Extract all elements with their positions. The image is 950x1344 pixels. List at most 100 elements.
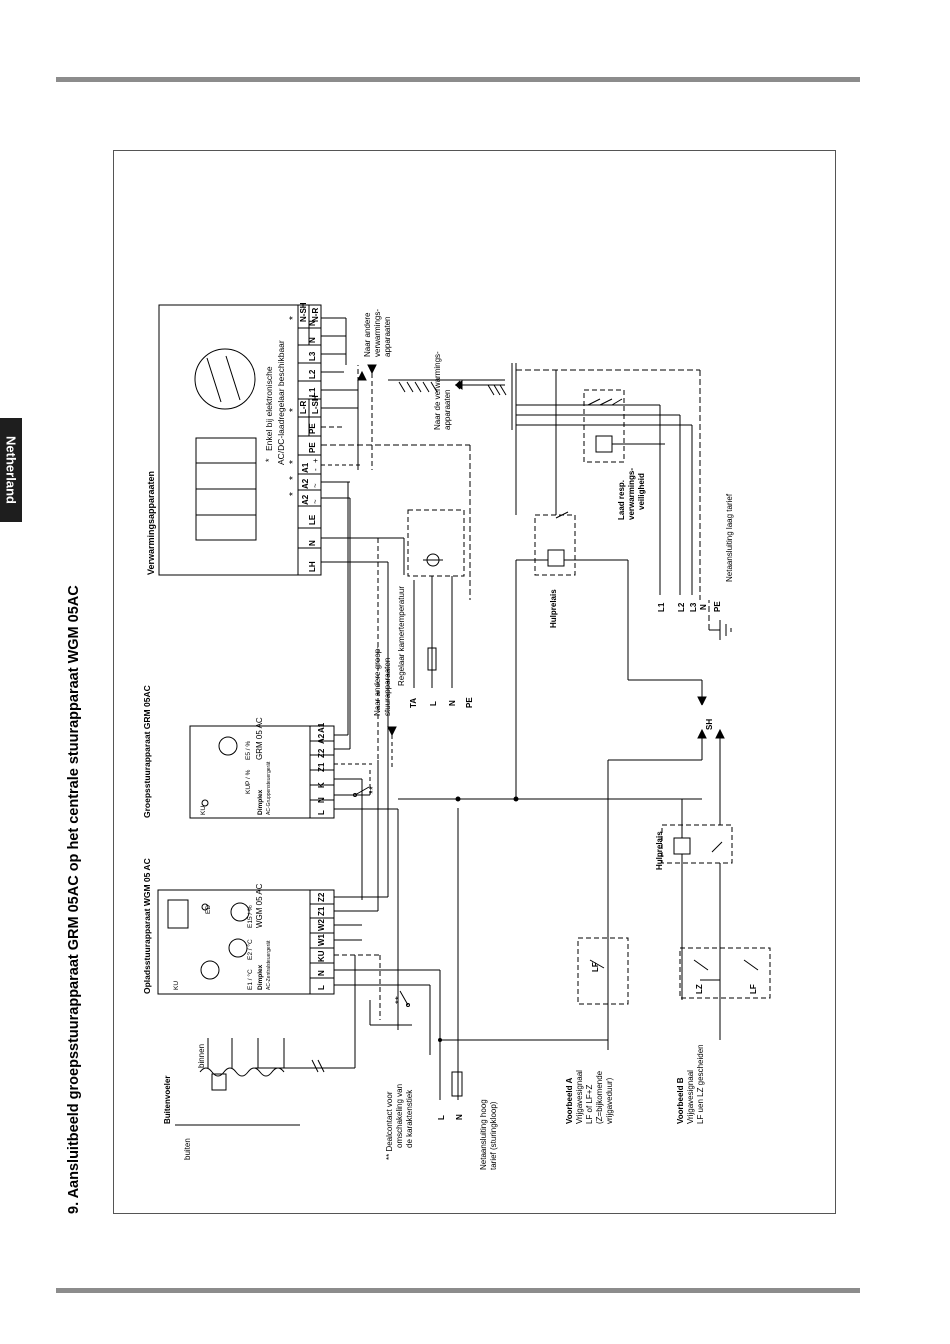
term-pe2: PE	[308, 423, 317, 434]
buitenvoeler-binnen: binnen	[197, 1044, 206, 1068]
naar-andere-1: Naar andere	[363, 312, 372, 357]
buitenvoeler-title: Buitenvoeler	[163, 1076, 172, 1124]
groep-term-z1: Z1	[317, 762, 326, 772]
note-star: *	[264, 458, 274, 462]
term-nsh: N-SH	[299, 302, 308, 322]
term-nr: N-R	[311, 308, 320, 322]
groep-term-k: K	[317, 782, 326, 788]
net-laag-n: N	[699, 604, 708, 610]
regelaar-wire-pe: PE	[465, 697, 474, 708]
star-l: *	[288, 408, 299, 412]
regelaar-box	[407, 509, 465, 577]
net-hoog-line2: tarief (sturingkloop)	[489, 1101, 498, 1170]
groep-subtitle: AC-Gruppensteuergerät	[266, 761, 272, 815]
dealcontact-line3: de karaktenstiek	[405, 1089, 414, 1148]
oplaad-led	[201, 903, 209, 911]
net-hoog-n: N	[455, 1114, 464, 1120]
oplaad-e1: E1 / °C	[246, 969, 254, 990]
naar-de-1: Naar de verwarmings-	[433, 351, 442, 430]
term-a2b: A2	[301, 478, 310, 489]
naar-andere-groep-2: stuurapparaaten	[383, 658, 392, 716]
naar-andere-2: verwarmings-	[373, 309, 382, 357]
voorbeeld-b-title: Voorbeeld B	[676, 1077, 685, 1124]
voorbeeld-a-box	[577, 937, 629, 1005]
term-a2a: A2	[301, 494, 310, 505]
oplaad-term-ku: KU	[317, 950, 326, 962]
oplaad-brand: Dimplex	[257, 964, 264, 990]
term-n2: N	[308, 337, 317, 343]
term-l2: L2	[308, 369, 317, 379]
groep-brand: Dimplex	[257, 789, 264, 815]
oplaad-dial-e2[interactable]	[228, 938, 248, 958]
voorbeeld-b-lf: LF	[749, 984, 758, 994]
term-l1: L1	[308, 387, 317, 397]
oplaad-title: Opladsstuurapparaat WGM 05 AC	[142, 858, 152, 994]
pol-1: ~	[311, 499, 320, 504]
groep-term-l: L	[317, 810, 326, 815]
regelaar-ta: TA	[409, 698, 418, 708]
oplaad-term-w1: W1	[317, 933, 326, 946]
naar-de-2: apparaaten	[443, 390, 452, 430]
oplaad-term-n: N	[317, 970, 326, 976]
groep-e5: E5 / %	[245, 741, 252, 760]
oplaad-term-l: L	[317, 985, 326, 990]
side-language-tab: Netherland	[0, 418, 22, 522]
voorbeeld-a-line2: LF of LF+Z	[585, 1085, 594, 1124]
dealcontact-line2: omschakeling van	[395, 1084, 404, 1148]
hulprelais-upper	[534, 514, 576, 576]
oplaad-term-z1: Z1	[317, 906, 326, 916]
term-lh: LH	[308, 561, 317, 572]
groep-kup: KUP / %	[245, 769, 252, 794]
top-rule	[56, 77, 860, 82]
star-a1: *	[288, 476, 299, 480]
voorbeeld-a-line1: Vrijgavesignaal	[575, 1070, 584, 1124]
diagram-frame	[113, 150, 836, 1214]
sh-label: SH	[705, 719, 714, 730]
oplaad-term-w2: W2	[317, 918, 326, 931]
term-lsh: L-SH	[311, 395, 320, 414]
groep-term-a2: A2	[317, 733, 326, 744]
term-lr: L-R	[299, 400, 308, 414]
voorbeeld-b-line2: LF uen LZ gescheiden	[696, 1044, 705, 1124]
net-laag-l1: L1	[657, 602, 666, 612]
net-laag-label: Netaansluiting laag tarief	[725, 493, 734, 582]
voorbeeld-b-box	[679, 947, 771, 999]
groep-dial-e5[interactable]	[218, 736, 238, 756]
dealcontact-marker-2: **	[368, 786, 379, 794]
dealcontact-line1: ** Dealcontact voor	[385, 1091, 394, 1160]
groep-ku: KU	[200, 806, 207, 815]
regelaar-wire-l: L	[429, 701, 438, 706]
pol-4: +	[311, 458, 320, 463]
oplaad-dial-e15[interactable]	[230, 902, 250, 922]
oplaad-display	[167, 899, 189, 929]
bottom-rule	[56, 1288, 860, 1293]
hulprelais-lower	[661, 824, 733, 864]
net-laag-pe: PE	[713, 601, 722, 612]
pol-2: ~	[311, 483, 320, 488]
net-laag-l3: L3	[689, 602, 698, 612]
hulprelais-lower-label: Hulprelais	[655, 831, 664, 870]
note-line1: Enkel bij elektronische	[264, 366, 274, 451]
term-a1: A1	[301, 462, 310, 473]
groep-title: Groepsstuurapparaat GRM 05AC	[142, 685, 152, 818]
voorbeeld-b-lz: LZ	[695, 984, 704, 994]
net-laag-l2: L2	[677, 602, 686, 612]
naar-andere-groep-1: Naar andere groep-	[373, 646, 382, 716]
pol-3: -	[311, 468, 320, 471]
laad-line1: Laad resp.	[617, 480, 626, 520]
term-n3: N	[308, 320, 317, 326]
voorbeeld-a-line3: (Z=bijkomende	[595, 1070, 604, 1124]
verwarming-title: Verwarmingsapparaaten	[146, 471, 156, 575]
oplaad-dial-e1[interactable]	[200, 960, 220, 980]
fuse	[451, 1071, 463, 1097]
note-line2: AC/DC-laadregelaar beschikbaar	[276, 340, 286, 465]
regelaar-resistor	[427, 647, 437, 671]
naar-andere-3: apparaaten	[383, 317, 392, 357]
hulprelais-upper-label: Hulprelais	[549, 589, 558, 628]
groep-model: GRM 05 AC	[255, 717, 264, 760]
groep-term-n: N	[317, 797, 326, 803]
dealcontact-marker: **	[394, 996, 405, 1004]
voorbeeld-a-line4: vrijgaveduur)	[605, 1077, 614, 1124]
oplaad-term-z2: Z2	[317, 892, 326, 902]
